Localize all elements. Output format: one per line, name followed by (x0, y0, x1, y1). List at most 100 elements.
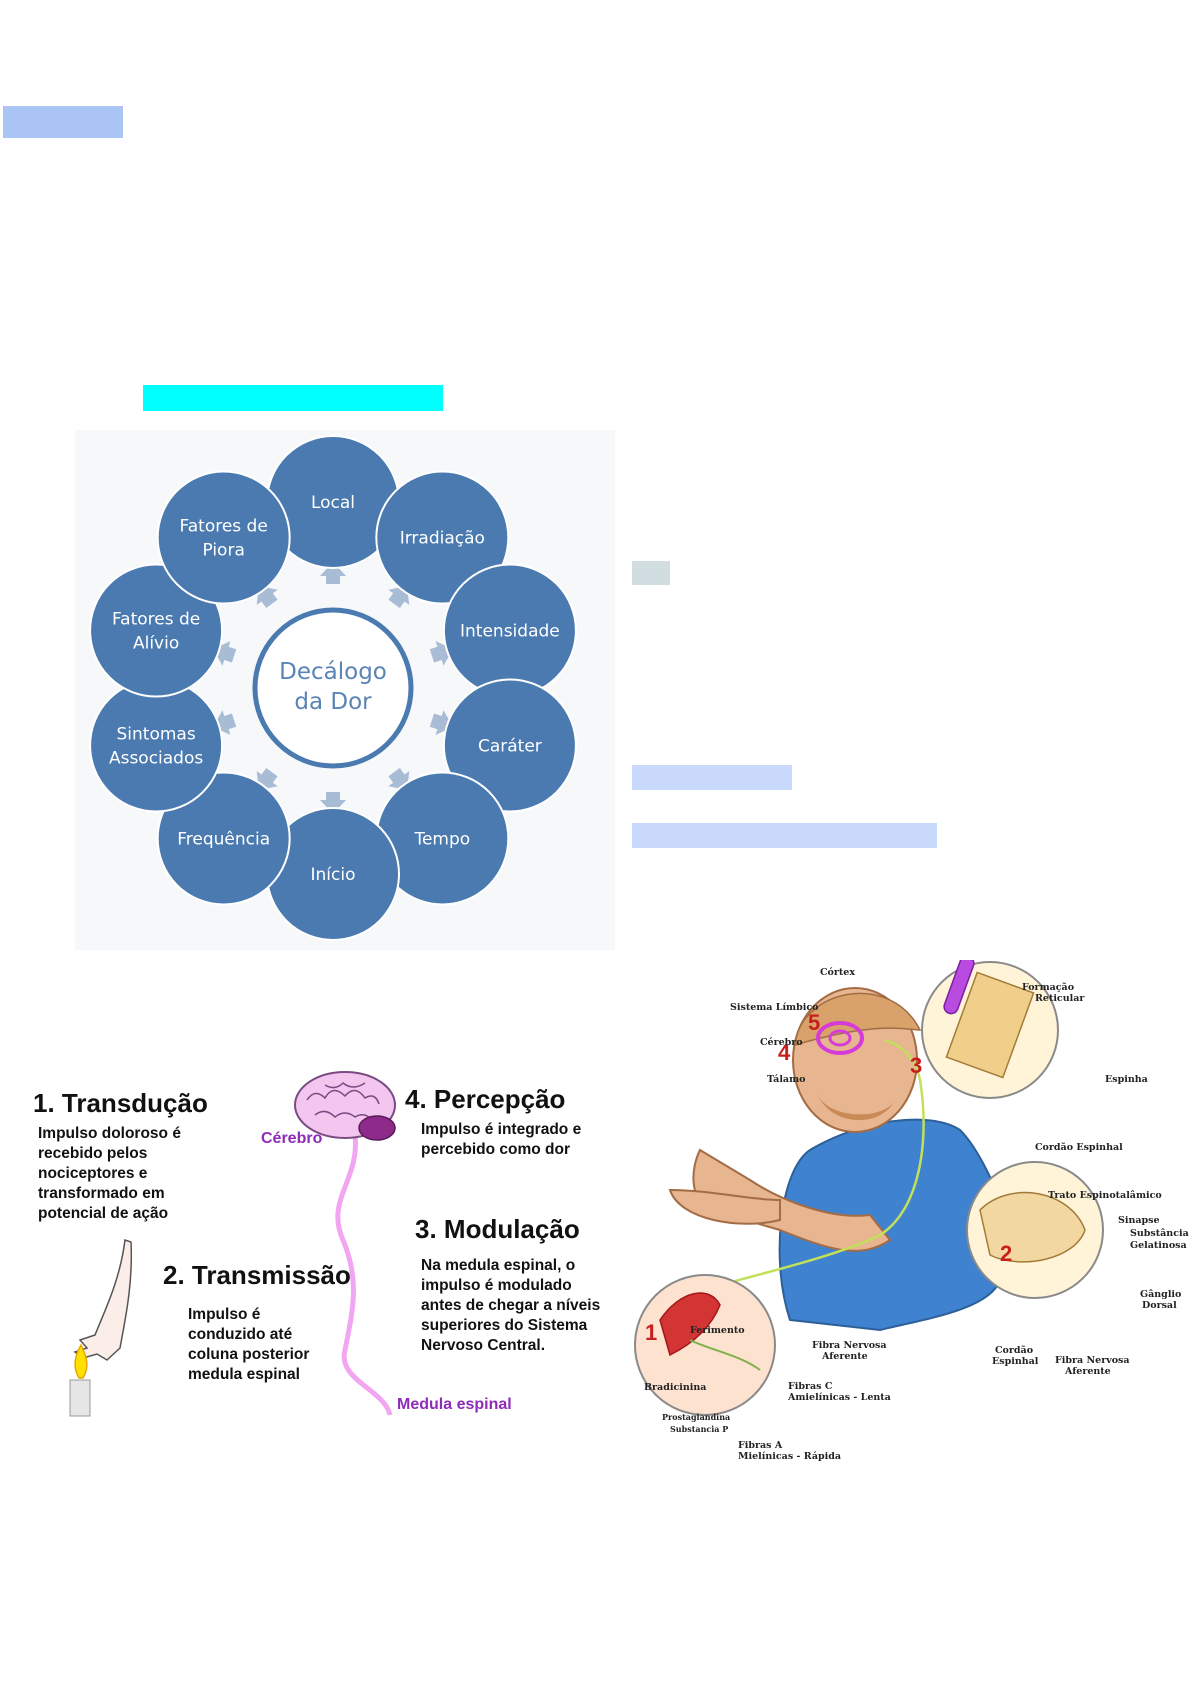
limbic-system-icon (816, 1021, 864, 1055)
anatomy-number: 5 (808, 1010, 820, 1035)
label-fibra-nervosa-2: Aferente (1064, 1366, 1111, 1377)
description-line: coluna posterior (188, 1346, 310, 1363)
description-line: medula espinal (188, 1366, 300, 1383)
spinal-cord-line (335, 1134, 393, 1416)
description-line: conduzido até (188, 1326, 293, 1343)
description-line: nociceptores e (38, 1165, 148, 1182)
description-line: Impulso é integrado e (421, 1121, 582, 1138)
arrow-icon (320, 792, 346, 814)
decalogo-circle-label: Início (311, 865, 356, 885)
anatomy-number: 2 (1000, 1241, 1012, 1266)
description-line: antes de chegar a níveis (421, 1297, 601, 1314)
decalogo-circles: LocalIrradiaçãoIntensidadeCaráterTempoIn… (89, 435, 577, 941)
pain-anatomy-illustration: 5 4 3 2 1 Córtex Sistema Límbico Cérebro… (630, 960, 1192, 1480)
decalogo-center-circle (252, 607, 414, 769)
label-fibras-a-2: Mielínicas - Rápida (738, 1451, 841, 1462)
decalogo-circle-label: Irradiação (400, 529, 485, 549)
anatomy-number: 4 (778, 1040, 791, 1065)
label-bradicinina: Bradicinina (644, 1382, 706, 1393)
highlight-bar (3, 106, 123, 138)
decalogo-circle (156, 470, 291, 605)
brain-label: Cérebro (261, 1130, 323, 1147)
pain-pathway-diagram: 1. Transdução Impulso doloroso é recebido… (25, 1060, 625, 1435)
decalogo-circle (375, 470, 510, 605)
label-ganglio-2: Dorsal (1142, 1300, 1177, 1311)
step2-title: 2. Transmissão (163, 1260, 351, 1290)
label-formacao-1: Formação (1022, 982, 1074, 993)
label-substancia-2: Gelatinosa (1130, 1240, 1187, 1251)
pathway-svg (69, 1071, 396, 1417)
decalogo-circle-label: Alívio (133, 634, 179, 654)
highlight-bar (632, 823, 937, 848)
label-cerebro: Cérebro (760, 1037, 803, 1048)
decalogo-circle-label: Fatores de (112, 610, 200, 630)
step3-title: 3. Modulação (415, 1214, 580, 1244)
label-fibra-aferente-1: Fibra Nervosa (812, 1340, 887, 1351)
label-talamo: Tálamo (767, 1074, 805, 1085)
label-ferimento: Ferimento (690, 1325, 745, 1336)
decalogo-circle-label: Caráter (478, 736, 542, 756)
arm-icon (73, 1238, 133, 1361)
label-cordao-2b: Espinhal (992, 1356, 1039, 1367)
decalogo-circle (156, 771, 291, 906)
beard-shape (818, 1095, 895, 1121)
anatomy-number: 1 (645, 1320, 657, 1345)
brain-area (794, 992, 922, 1047)
label-cordao: Cordão Espinhal (1035, 1142, 1123, 1153)
decalogo-circle (442, 678, 577, 813)
label-formacao-2: Reticular (1035, 993, 1085, 1004)
hand-shape (668, 1188, 781, 1225)
description-line: Nervoso Central. (421, 1337, 546, 1354)
decalogo-circle-label: Sintomas (117, 724, 196, 744)
highlight-bar (632, 765, 792, 790)
nerve-fiber-line (649, 1038, 925, 1307)
label-fibra-aferente-2: Aferente (821, 1351, 868, 1362)
label-trato: Trato Espinotalâmico (1048, 1190, 1162, 1201)
anatomy-number: 3 (910, 1053, 922, 1078)
anatomy-svg: 5 4 3 2 1 Córtex Sistema Límbico Cérebro… (634, 960, 1189, 1462)
decalogo-center-line2: da Dor (294, 689, 372, 715)
label-sinapse: Sinapse (1118, 1215, 1160, 1226)
decalogo-circle-label: Tempo (413, 829, 470, 849)
decalogo-circle-label: Associados (109, 748, 203, 768)
label-espinha: Espinha (1105, 1074, 1148, 1085)
description-line: Impulso doloroso é (38, 1125, 181, 1142)
description-line: superiores do Sistema (421, 1317, 588, 1334)
highlight-bar (632, 561, 670, 585)
label-fibras-c-1: Fibras C (788, 1381, 833, 1392)
label-substancia-1: Substância (1130, 1228, 1189, 1239)
label-fibra-nervosa-1: Fibra Nervosa (1055, 1355, 1130, 1366)
decalogo-center-line1: Decálogo (279, 659, 387, 685)
description-line: transformado em (38, 1185, 165, 1202)
candle-icon (69, 1343, 91, 1417)
step2-description: Impulso é conduzido até coluna posterior me… (188, 1305, 309, 1385)
label-ganglio-1: Gânglio (1140, 1289, 1181, 1300)
decalogo-circle-label: Frequência (177, 829, 270, 849)
step1-description: Impulso doloroso é recebido pelos nocicept… (38, 1124, 181, 1224)
label-prostaglandina: Prostaglandina (662, 1412, 730, 1422)
brain-icon (294, 1071, 396, 1141)
decalogo-circle (89, 678, 224, 813)
description-line: Na medula espinal, o (421, 1257, 576, 1274)
step4-description: Impulso é integrado e percebido como dor (421, 1120, 581, 1160)
description-line: potencial de ação (38, 1205, 169, 1222)
label-limbic: Sistema Límbico (730, 1002, 818, 1013)
description-line: recebido pelos (38, 1145, 148, 1162)
spinal-cord-label: Medula espinal (397, 1396, 512, 1413)
step1-title: 1. Transdução (33, 1088, 208, 1118)
decalogo-circle-label: Local (311, 493, 355, 513)
highlight-bar (143, 385, 443, 411)
decalogo-circle-label: Piora (202, 541, 244, 561)
description-line: Impulso é (188, 1306, 261, 1323)
decalogo-circle-label: Intensidade (460, 622, 560, 642)
label-fibras-c-2: Amielínicas - Lenta (787, 1392, 891, 1403)
description-line: impulso é modulado (421, 1277, 572, 1294)
decalogo-svg: Decálogo da Dor LocalIrradiaçãoIntensida… (89, 435, 577, 941)
label-substancia-p: Substancia P (670, 1424, 728, 1434)
description-line: percebido como dor (421, 1141, 570, 1158)
decalogo-circle (89, 563, 224, 698)
label-fibras-a-1: Fibras A (738, 1440, 783, 1451)
wound-shape (659, 1292, 721, 1357)
arrow-icon (320, 562, 346, 584)
label-cordao-2a: Cordão (995, 1345, 1033, 1356)
